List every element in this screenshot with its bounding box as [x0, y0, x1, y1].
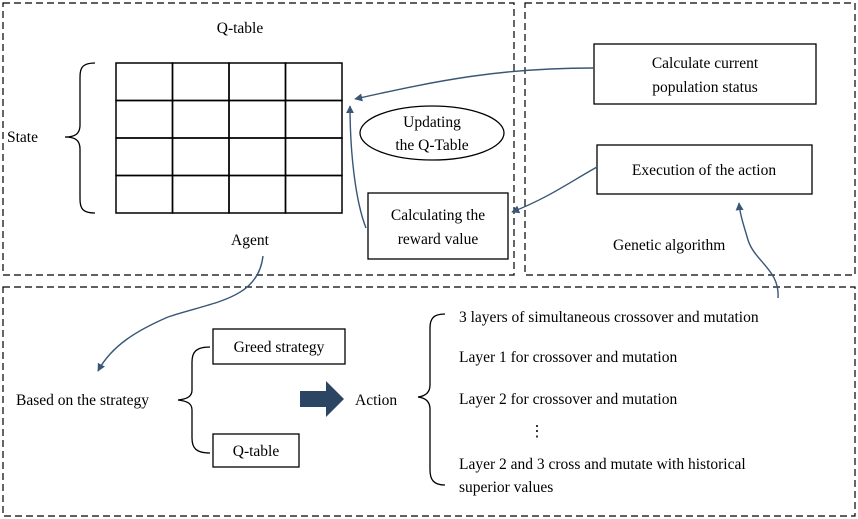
q-table-cell [171, 62, 230, 102]
greed-strategy-box [212, 328, 346, 365]
q-table-title: Q-table [217, 20, 264, 37]
q-table-cell [228, 174, 287, 214]
state-brace [64, 62, 96, 214]
block-arrow-icon [300, 381, 344, 417]
q-table-grid [115, 62, 343, 214]
arrow-action-to-genetic [735, 202, 779, 299]
action-brace [417, 313, 446, 486]
genetic-algorithm-label: Genetic algorithm [613, 237, 725, 254]
population-line1: Calculate current [652, 55, 759, 72]
reward-line2: reward value [398, 231, 479, 248]
arrow-reward-to-q-table [346, 105, 367, 229]
q-table-cell [228, 99, 287, 139]
q-table-cell [171, 174, 230, 214]
strategy-brace [177, 346, 211, 454]
q-table-cell [284, 137, 343, 177]
q-table-cell [228, 137, 287, 177]
q-table-cell [284, 99, 343, 139]
action-item-2: Layer 1 for crossover and mutation [459, 349, 677, 366]
genetic-algorithm-panel [524, 2, 856, 276]
q-table-option-label: Q-table [233, 443, 280, 460]
population-line2: population status [652, 79, 757, 96]
action-item-3: Layer 2 for crossover and mutation [459, 391, 677, 408]
q-learning-panel [2, 2, 515, 276]
action-item-1: 3 layers of simultaneous crossover and m… [459, 309, 759, 326]
arrow-agent-to-strategy [97, 255, 264, 372]
updating-q-table-ellipse [359, 105, 505, 161]
q-table-cell [115, 137, 174, 177]
action-item-4: Layer 2 and 3 cross and mutate with hist… [459, 456, 746, 473]
q-table-cell [115, 62, 174, 102]
strategy-action-panel [2, 286, 856, 517]
action-ellipsis: ⋮ [529, 423, 545, 440]
q-table-cell [171, 99, 230, 139]
state-label: State [7, 129, 38, 146]
reward-line1: Calculating the [391, 207, 485, 224]
q-table-cell [115, 99, 174, 139]
arrow-execution-to-reward [511, 166, 598, 214]
strategy-label: Based on the strategy [16, 392, 149, 409]
q-table-cell [115, 174, 174, 214]
execution-label: Execution of the action [632, 162, 776, 179]
q-table-cell [228, 62, 287, 102]
q-table-cell [284, 174, 343, 214]
action-item-4-line2: superior values [459, 479, 553, 496]
updating-line1: Updating [403, 114, 461, 131]
q-table-option-box [212, 433, 300, 468]
reward-value-box [367, 192, 509, 260]
agent-label: Agent [231, 232, 270, 249]
q-table-cell [171, 137, 230, 177]
execution-action-box [596, 144, 813, 195]
action-label: Action [355, 392, 397, 409]
updating-line2: the Q-Table [395, 137, 468, 154]
greed-strategy-label: Greed strategy [234, 339, 325, 356]
q-table-cell [284, 62, 343, 102]
population-status-box [593, 43, 817, 105]
arrow-population-to-q-table [354, 67, 595, 102]
